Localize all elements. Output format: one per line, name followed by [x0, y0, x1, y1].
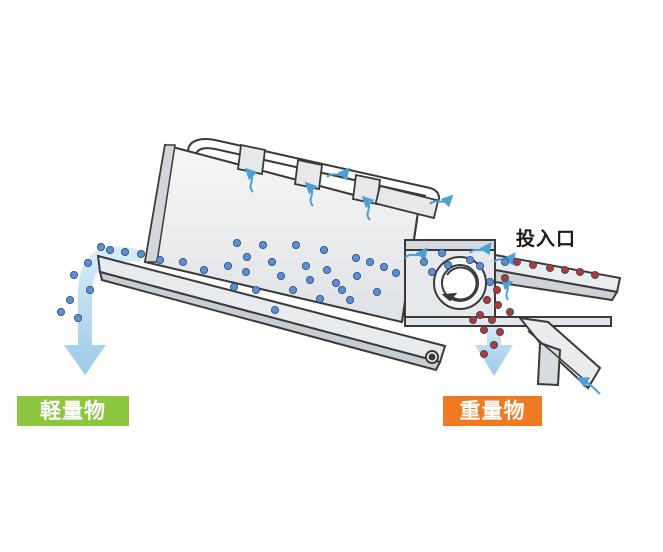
light-particle: [379, 262, 388, 271]
light-particle: [465, 255, 474, 264]
light-particle: [86, 285, 95, 294]
discharge-chute: [517, 316, 602, 390]
heavy-particle: [495, 327, 504, 336]
screen-housing: [143, 143, 420, 324]
light-material-label: 軽量物: [17, 396, 129, 426]
light-particle: [155, 255, 164, 264]
light-particle: [136, 249, 145, 258]
light-particle: [372, 287, 381, 296]
light-particle: [443, 260, 452, 269]
light-particle: [291, 240, 300, 249]
light-particle: [352, 271, 361, 280]
light-particle: [178, 257, 187, 266]
light-particle: [301, 261, 310, 270]
light-particle: [223, 261, 232, 270]
heavy-material-label: 重量物: [443, 396, 542, 426]
heavy-particle: [529, 260, 538, 269]
light-particle: [242, 252, 251, 261]
airflow-arrows: [244, 167, 601, 395]
heavy-particle: [500, 273, 509, 282]
light-particle: [199, 265, 208, 274]
light-particle: [229, 282, 238, 291]
heavy-particle: [493, 300, 502, 309]
heavy-particle: [546, 263, 555, 272]
light-particles: [57, 238, 509, 322]
support-bar: [404, 316, 612, 327]
light-particle: [121, 247, 130, 256]
light-particle: [70, 270, 79, 279]
light-particle: [258, 240, 267, 249]
heavy-particle: [475, 310, 484, 319]
light-particle: [331, 278, 340, 287]
light-particle: [500, 257, 509, 266]
light-particle: [485, 277, 494, 286]
heavy-particle: [576, 267, 585, 276]
light-particle: [276, 271, 285, 280]
light-particle: [270, 305, 279, 314]
light-particle: [106, 245, 115, 254]
light-particle: [74, 313, 83, 322]
light-particle: [322, 265, 331, 274]
light-particle: [427, 267, 436, 276]
light-particle: [97, 242, 106, 251]
heavy-particle: [482, 295, 491, 304]
light-particle: [315, 294, 324, 303]
light-particle: [351, 253, 360, 262]
light-particle: [345, 295, 354, 304]
top-clamps: [237, 143, 440, 220]
light-particle: [391, 268, 400, 277]
heavy-particle: [513, 257, 522, 266]
heavy-particle: [505, 307, 514, 316]
heavy-particle: [489, 340, 498, 349]
light-particle: [232, 238, 241, 247]
light-particle: [337, 285, 346, 294]
light-particle: [419, 257, 428, 266]
light-particle: [365, 257, 374, 266]
light-material-flow-arrow: [64, 246, 140, 375]
light-particle: [437, 248, 446, 257]
heavy-particle: [561, 265, 570, 274]
inlet-label: 投入口: [516, 228, 577, 250]
heavy-particle: [479, 349, 488, 358]
light-particle: [84, 258, 93, 267]
light-particle: [288, 285, 297, 294]
light-particle: [241, 267, 250, 276]
light-particle: [305, 275, 314, 284]
heavy-particle: [468, 315, 477, 324]
light-particle: [66, 295, 75, 304]
light-particle: [251, 285, 260, 294]
heavy-particle: [492, 285, 501, 294]
light-particle: [475, 261, 484, 270]
heavy-particle: [479, 325, 488, 334]
light-particle: [319, 245, 328, 254]
heavy-particle: [591, 270, 600, 279]
heavy-particle: [487, 315, 496, 324]
light-particle: [267, 257, 276, 266]
heavy-particles: [468, 257, 600, 358]
light-particle: [57, 307, 66, 316]
